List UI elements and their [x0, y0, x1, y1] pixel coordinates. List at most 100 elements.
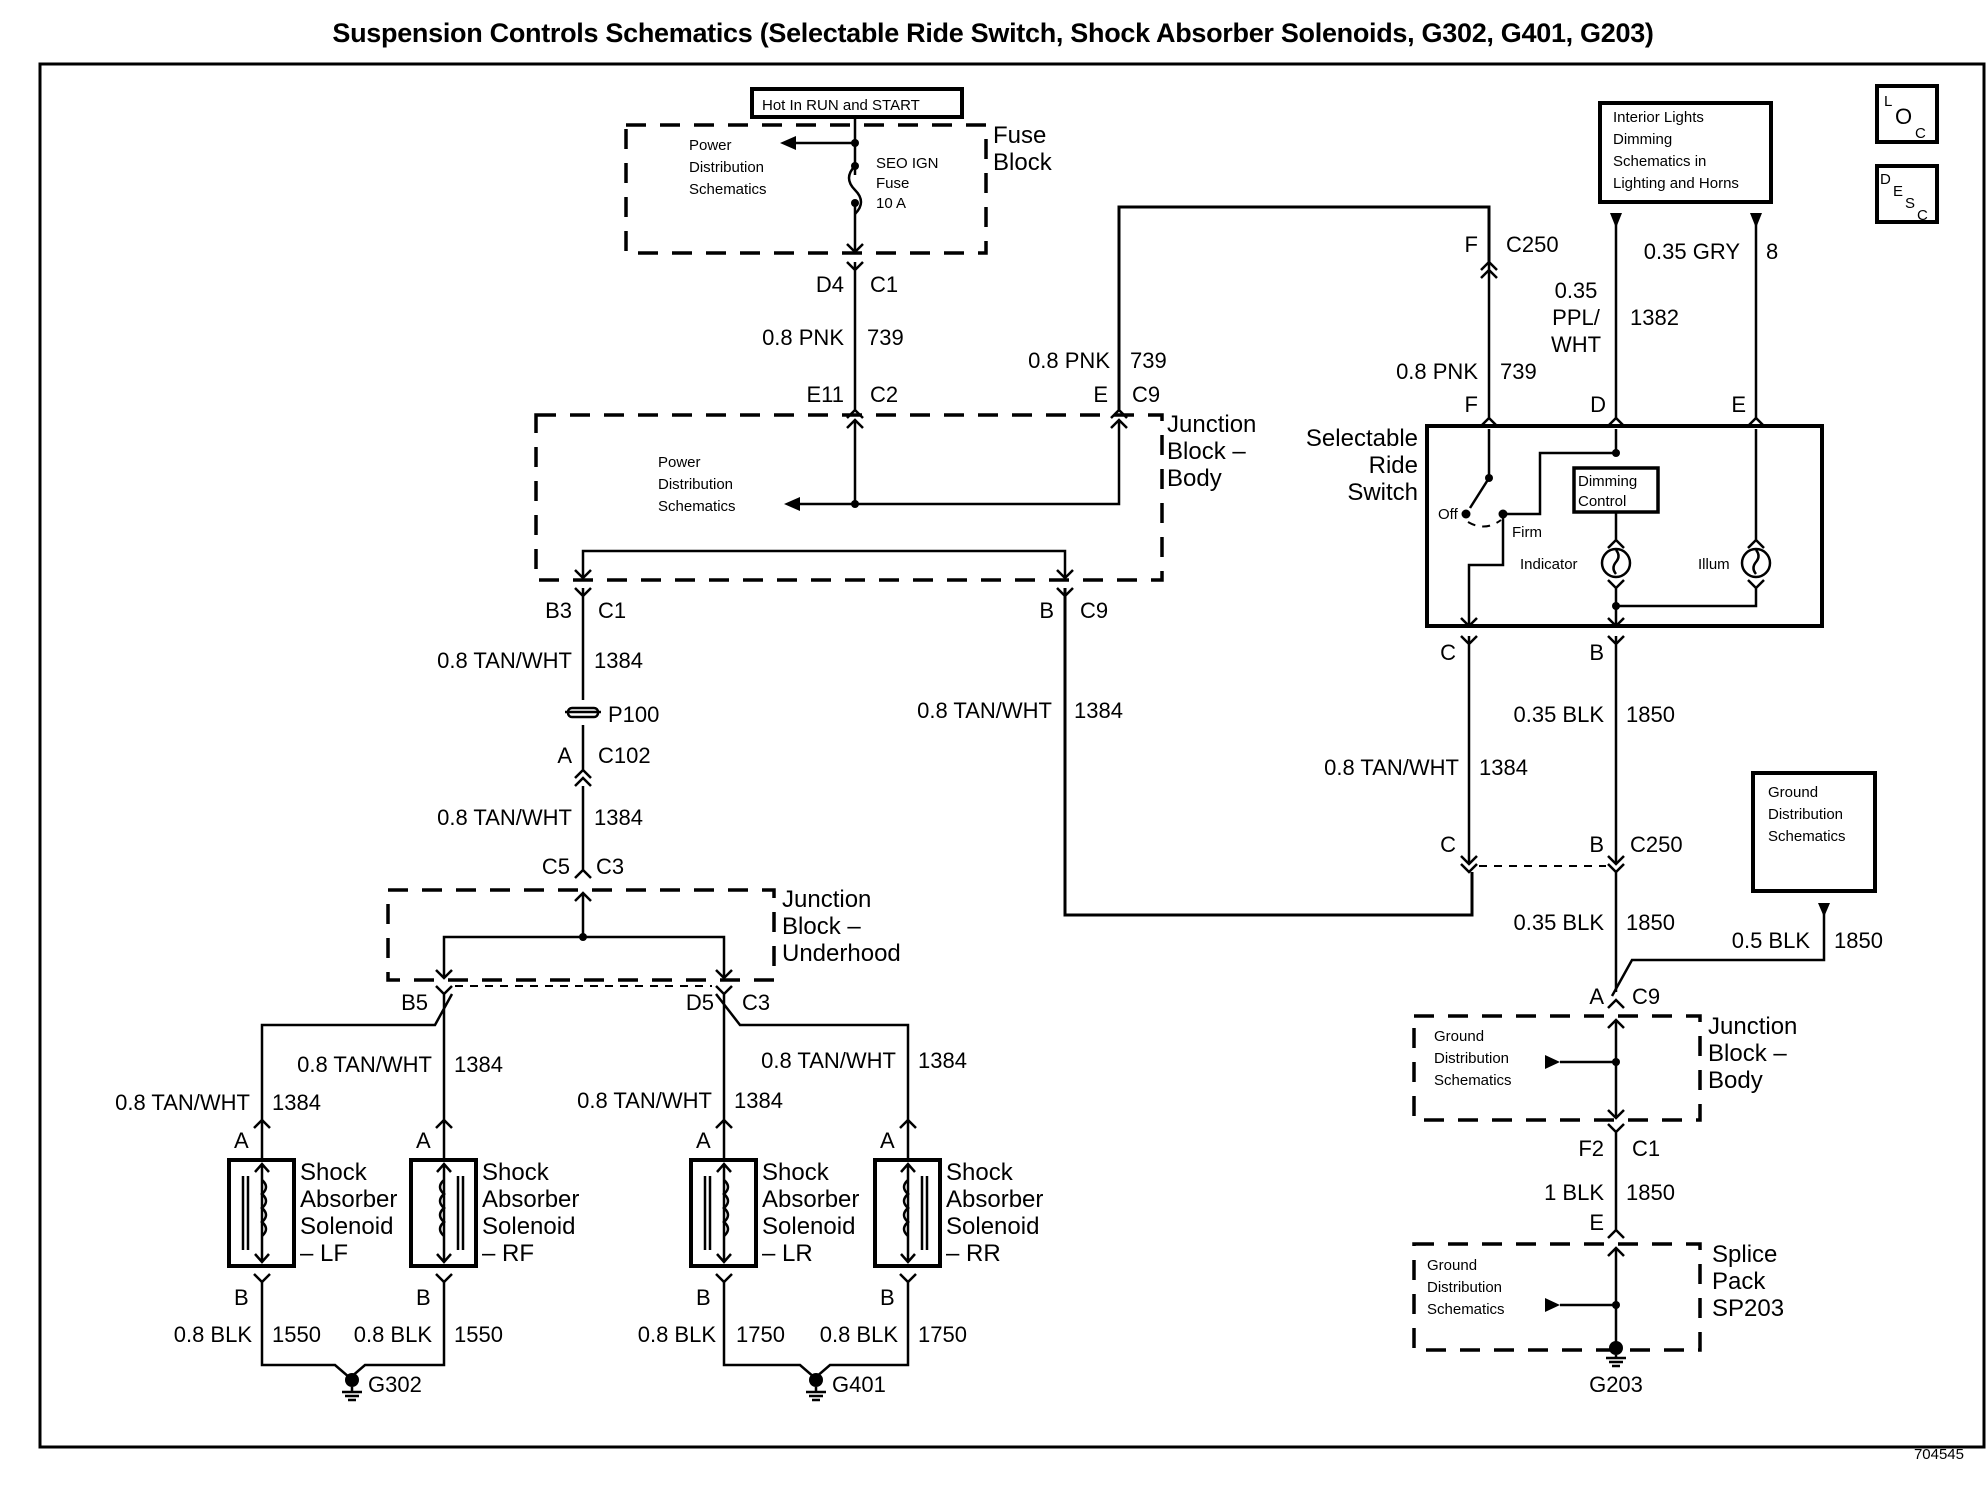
svg-text:C5: C5 — [542, 854, 570, 879]
power-distribution-ref-2[interactable]: Power Distribution Schematics — [658, 454, 736, 515]
junction-block-body-2-label: Junction Block – Body — [1708, 1013, 1797, 1094]
svg-text:Block –: Block – — [1708, 1040, 1787, 1067]
svg-text:Off: Off — [1438, 506, 1459, 523]
document-id: 704545 — [1913, 1446, 1964, 1463]
solenoid-name-line: – RF — [482, 1240, 534, 1267]
svg-text:1850: 1850 — [1834, 928, 1883, 953]
svg-text:0.8 PNK: 0.8 PNK — [1028, 348, 1110, 373]
fuse-label: SEO IGN Fuse 10 A — [876, 155, 939, 212]
svg-text:0.8 PNK: 0.8 PNK — [762, 325, 844, 350]
svg-text:Dimming: Dimming — [1578, 473, 1637, 490]
svg-text:0.8 BLK: 0.8 BLK — [820, 1322, 899, 1347]
svg-text:B: B — [1589, 640, 1604, 665]
fuse-block-label: Fuse Block — [993, 122, 1053, 176]
solenoid-name-line: Absorber — [300, 1186, 397, 1213]
svg-text:10 A: 10 A — [876, 195, 906, 212]
pin-b-label: B — [696, 1285, 711, 1310]
svg-text:1 BLK: 1 BLK — [1544, 1180, 1604, 1205]
svg-text:SEO IGN: SEO IGN — [876, 155, 939, 172]
junction-block-body-outline — [534, 413, 1164, 582]
svg-text:739: 739 — [1500, 359, 1537, 384]
solenoid-name-line: Solenoid — [300, 1213, 393, 1240]
solenoid-name-line: Solenoid — [762, 1213, 855, 1240]
junction-block-body-2-outline — [1412, 1014, 1702, 1122]
ground-g302-label: G302 — [368, 1372, 422, 1397]
svg-text:Schematics: Schematics — [1427, 1301, 1505, 1318]
pin-a-label: A — [234, 1128, 249, 1153]
ground-g401-icon — [806, 1373, 826, 1402]
svg-text:Junction: Junction — [1167, 411, 1256, 438]
svg-text:1384: 1384 — [1479, 755, 1528, 780]
svg-text:739: 739 — [867, 325, 904, 350]
svg-text:C1: C1 — [1632, 1136, 1660, 1161]
svg-text:C2: C2 — [870, 382, 898, 407]
svg-text:1850: 1850 — [1626, 702, 1675, 727]
svg-text:Distribution: Distribution — [1427, 1279, 1502, 1296]
svg-text:C9: C9 — [1632, 984, 1660, 1009]
arrow-left-icon — [780, 136, 796, 150]
desc-icon[interactable]: D E S C — [1875, 164, 1939, 224]
solenoid-name-line: Shock — [762, 1159, 830, 1186]
solenoid-name-line: Shock — [300, 1159, 368, 1186]
svg-text:D4: D4 — [816, 272, 844, 297]
svg-text:B: B — [1589, 832, 1604, 857]
svg-text:Illum: Illum — [1698, 556, 1730, 573]
svg-text:D: D — [1880, 171, 1891, 188]
solenoid-name-line: Shock — [946, 1159, 1014, 1186]
ground-g203-icon — [1606, 1341, 1626, 1368]
svg-text:Junction: Junction — [782, 886, 871, 913]
ground-g302-icon — [342, 1373, 362, 1402]
svg-text:0.8 TAN/WHT: 0.8 TAN/WHT — [577, 1088, 712, 1113]
switch-off-contact — [1461, 509, 1471, 519]
ppl-wire-label: 0.35 PPL/ WHT — [1551, 278, 1601, 357]
splice-pack-label: Splice Pack SP203 — [1712, 1241, 1784, 1322]
svg-text:0.8 TAN/WHT: 0.8 TAN/WHT — [437, 805, 572, 830]
svg-text:Ground: Ground — [1427, 1257, 1477, 1274]
svg-text:D5: D5 — [686, 990, 714, 1015]
svg-text:0.8 TAN/WHT: 0.8 TAN/WHT — [115, 1090, 250, 1115]
svg-text:C1: C1 — [870, 272, 898, 297]
svg-text:Schematics in: Schematics in — [1613, 153, 1706, 170]
svg-text:B: B — [1039, 598, 1054, 623]
svg-text:Dimming: Dimming — [1613, 131, 1672, 148]
svg-text:Schematics: Schematics — [1768, 828, 1846, 845]
ground-g401-label: G401 — [832, 1372, 886, 1397]
svg-text:Distribution: Distribution — [1434, 1050, 1509, 1067]
ground-distribution-ref-3[interactable]: Ground Distribution Schematics — [1427, 1257, 1505, 1318]
junction-block-underhood-label: Junction Block – Underhood — [782, 886, 901, 967]
svg-text:C9: C9 — [1132, 382, 1160, 407]
svg-text:C102: C102 — [598, 743, 651, 768]
svg-text:Ground: Ground — [1768, 784, 1818, 801]
hot-in-run-label: Hot In RUN and START — [750, 87, 964, 119]
solenoid-name-line: Absorber — [762, 1186, 859, 1213]
indicator-lamp-icon — [1600, 547, 1632, 579]
svg-text:O: O — [1895, 104, 1912, 129]
svg-text:Block: Block — [993, 149, 1053, 176]
svg-text:F2: F2 — [1578, 1136, 1604, 1161]
svg-text:0.35 GRY: 0.35 GRY — [1644, 239, 1741, 264]
svg-text:E: E — [1589, 1210, 1604, 1235]
loc-icon[interactable]: L O C — [1875, 84, 1939, 144]
ground-distribution-ref[interactable]: Ground Distribution Schematics — [1751, 771, 1877, 893]
solenoid-name-line: – RR — [946, 1240, 1001, 1267]
svg-text:0.8 TAN/WHT: 0.8 TAN/WHT — [297, 1052, 432, 1077]
svg-text:0.8 BLK: 0.8 BLK — [638, 1322, 717, 1347]
interior-lights-ref[interactable]: Interior Lights Dimming Schematics in Li… — [1598, 101, 1773, 204]
svg-text:F: F — [1465, 392, 1478, 417]
power-distribution-ref[interactable]: Power Distribution Schematics — [689, 137, 767, 198]
svg-text:SP203: SP203 — [1712, 1295, 1784, 1322]
svg-text:C3: C3 — [742, 990, 770, 1015]
svg-text:1850: 1850 — [1626, 1180, 1675, 1205]
svg-text:Power: Power — [658, 454, 701, 471]
pin-a-label: A — [416, 1128, 431, 1153]
pin-b-label: B — [880, 1285, 895, 1310]
svg-text:0.35 BLK: 0.35 BLK — [1513, 910, 1604, 935]
ground-distribution-ref-2[interactable]: Ground Distribution Schematics — [1434, 1028, 1512, 1089]
svg-text:C250: C250 — [1506, 232, 1559, 257]
svg-text:Firm: Firm — [1512, 524, 1542, 541]
svg-text:1750: 1750 — [736, 1322, 785, 1347]
svg-text:Distribution: Distribution — [658, 476, 733, 493]
svg-text:Pack: Pack — [1712, 1268, 1766, 1295]
